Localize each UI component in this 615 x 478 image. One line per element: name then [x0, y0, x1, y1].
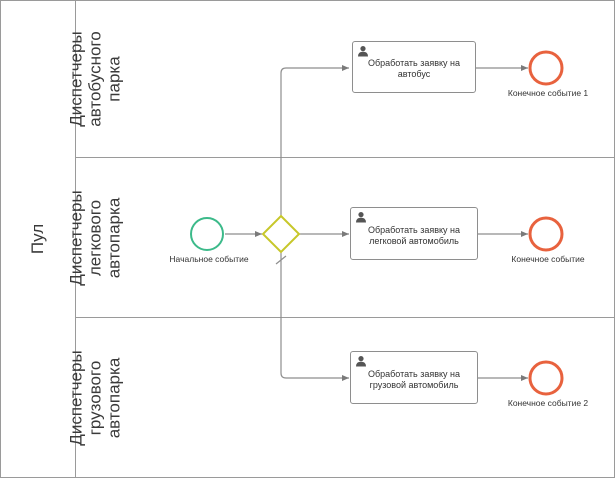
- lane-header-truck: Диспетчеры грузового автопарка: [67, 318, 124, 478]
- task-label-line: Обработать заявку на: [367, 58, 461, 69]
- start-event[interactable]: [190, 217, 224, 251]
- end-event-1-label: Конечное событие 1: [507, 88, 589, 98]
- lane-label-line: автобусного: [85, 30, 105, 127]
- pool-header: Пул: [0, 0, 76, 478]
- task-label-line: грузовой автомобиль: [369, 379, 459, 390]
- lane-label-line: Диспетчеры: [66, 30, 86, 127]
- task-truck[interactable]: Обработать заявку на грузовой автомобиль: [350, 351, 478, 404]
- start-event-label: Начальное событие: [169, 254, 249, 264]
- lane-label-line: Диспетчеры: [66, 350, 86, 446]
- flow-gateway-truck-task[interactable]: [280, 252, 349, 381]
- pool-label: Пул: [28, 223, 47, 255]
- lane-label-line: автопарка: [104, 357, 124, 439]
- task-label: Обработать заявку на легковой автомобиль: [357, 225, 471, 247]
- flow-gateway-bus-task[interactable]: [280, 65, 349, 216]
- end-event-label: Конечное событие: [511, 254, 585, 264]
- lane-header-bus: Диспетчеры автобусного парка: [67, 0, 124, 157]
- task-label: Обработать заявку на автобус: [359, 58, 469, 80]
- default-flow-marker: [275, 255, 287, 265]
- end-event-1[interactable]: [528, 50, 564, 86]
- lane-header-car: Диспетчеры легкового автопарка: [67, 158, 124, 317]
- task-label-line: автобус: [397, 69, 431, 80]
- lane-label-car: Диспетчеры легкового автопарка: [67, 190, 124, 285]
- lane-label-bus: Диспетчеры автобусного парка: [67, 31, 124, 126]
- lane-label-line: грузового: [85, 360, 105, 436]
- task-label-line: Обработать заявку на: [367, 368, 461, 379]
- task-label-line: легковой автомобиль: [369, 235, 459, 246]
- lane-label-line: легкового: [85, 199, 105, 276]
- user-icon: [356, 356, 366, 367]
- end-event-2[interactable]: [528, 360, 564, 396]
- task-label-line: Обработать заявку на: [367, 224, 461, 235]
- user-icon: [356, 212, 366, 223]
- end-event-2-label: Конечное событие 2: [507, 398, 589, 408]
- exclusive-gateway[interactable]: [261, 214, 301, 254]
- lane-label-line: автопарка: [104, 197, 124, 278]
- lane-label-line: парка: [104, 55, 124, 102]
- lane-label-truck: Диспетчеры грузового автопарка: [67, 350, 124, 445]
- task-label: Обработать заявку на грузовой автомобиль: [357, 369, 471, 391]
- end-event[interactable]: [528, 216, 564, 252]
- user-icon: [358, 46, 368, 57]
- task-bus[interactable]: Обработать заявку на автобус: [352, 41, 476, 93]
- task-car[interactable]: Обработать заявку на легковой автомобиль: [350, 207, 478, 260]
- lane-label-line: Диспетчеры: [66, 189, 86, 286]
